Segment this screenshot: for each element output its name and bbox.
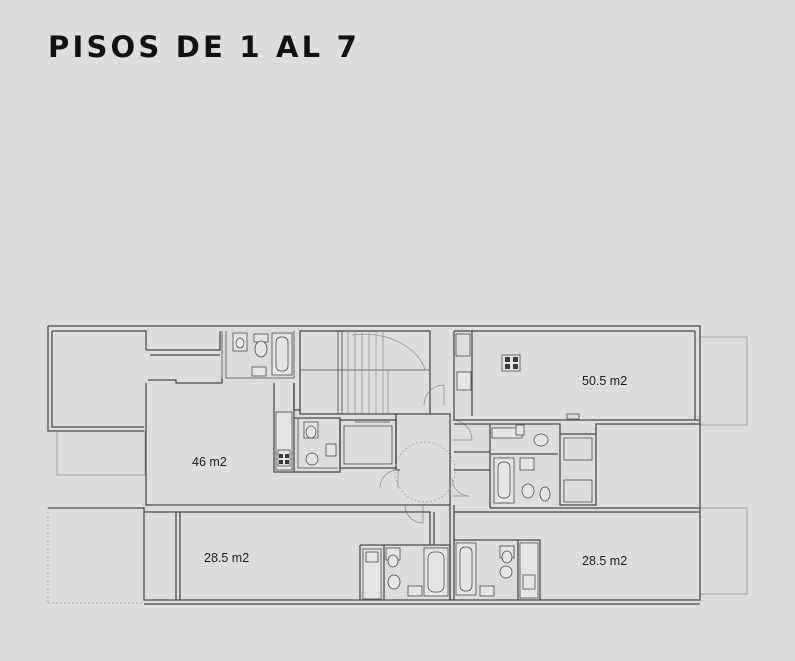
unit-area-label-50: 50.5 m2 [582, 374, 627, 388]
page-title: PISOS DE 1 AL 7 [48, 30, 361, 64]
lower-units-walls [144, 505, 700, 600]
outer-walls [47, 325, 701, 605]
stair-core [299, 330, 473, 524]
unit-50-walls [453, 330, 700, 509]
unit-area-label-46: 46 m2 [192, 455, 227, 469]
unit-area-label-28-right: 28.5 m2 [582, 554, 627, 568]
unit-area-label-28-left: 28.5 m2 [204, 551, 249, 565]
fixtures [232, 332, 551, 600]
unit-46-walls [145, 331, 450, 506]
